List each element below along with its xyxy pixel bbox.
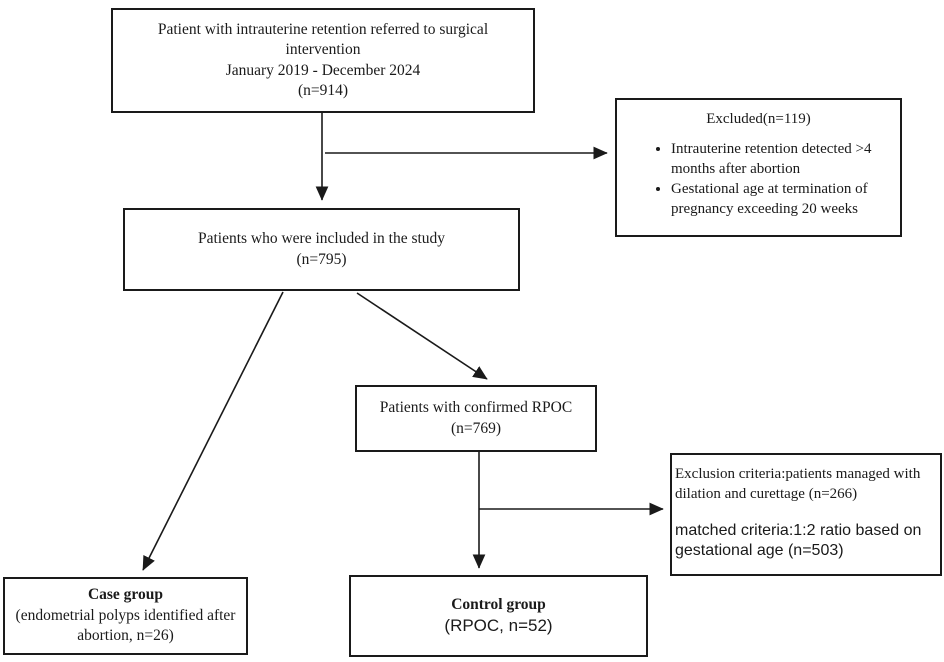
exclusion-criteria-text: Exclusion criteria:patients managed with… — [675, 466, 921, 502]
excluded-reason: Gestational age at termination of pregna… — [671, 180, 894, 220]
box-case-group: Case group (endometrial polyps identifie… — [3, 577, 248, 655]
case-group-title: Case group — [87, 586, 164, 604]
case-group-subtitle: (endometrial polyps identified after abo… — [15, 606, 236, 645]
included-text: Patients who were included in the study — [197, 230, 446, 248]
arrow-included-to-case-group — [142, 291, 284, 571]
referred-period: January 2019 - December 2024 — [225, 61, 421, 79]
arrow-included-to-rpoc — [356, 292, 488, 380]
excluded-reason: Intrauterine retention detected >4 month… — [671, 140, 894, 180]
box-included-patients: Patients who were included in the study … — [123, 208, 520, 291]
included-count: (n=795) — [296, 250, 347, 268]
referred-count: (n=914) — [297, 81, 349, 99]
control-group-subtitle: (RPOC, n=52) — [444, 616, 553, 635]
matched-criteria-text: matched criteria:1:2 ratio based on gest… — [675, 521, 922, 559]
rpoc-text: Patients with confirmed RPOC — [379, 399, 573, 417]
box-excluded: Excluded(n=119) Intrauterine retention d… — [615, 98, 902, 237]
excluded-title: Excluded(n=119) — [706, 111, 811, 127]
excluded-reasons-list: Intrauterine retention detected >4 month… — [623, 140, 894, 220]
box-exclusion-criteria: Exclusion criteria:patients managed with… — [670, 453, 942, 576]
box-confirmed-rpoc: Patients with confirmed RPOC (n=769) — [355, 385, 597, 452]
referred-text: Patient with intrauterine retention refe… — [157, 20, 489, 59]
box-control-group: Control group (RPOC, n=52) — [349, 575, 648, 657]
rpoc-count: (n=769) — [450, 419, 502, 437]
box-referred-patients: Patient with intrauterine retention refe… — [111, 8, 535, 113]
control-group-title: Control group — [451, 595, 546, 613]
